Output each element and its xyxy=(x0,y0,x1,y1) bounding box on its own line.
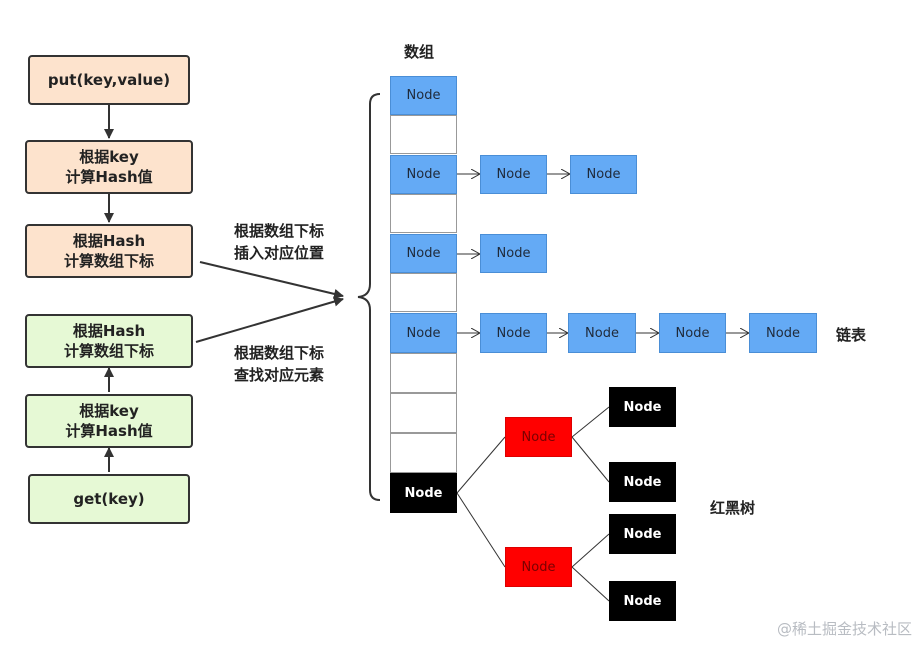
watermark: @稀土掘金技术社区 xyxy=(776,620,912,638)
tree-black-node: Node xyxy=(609,462,676,502)
tree-black-node: Node xyxy=(609,514,676,554)
get-box: get(key) xyxy=(28,474,190,524)
tree-black-node: Node xyxy=(609,581,676,621)
list-node: Node xyxy=(480,234,547,273)
array-empty-cell xyxy=(390,273,457,312)
tree-red-node: Node xyxy=(505,547,572,587)
rbtree-label: 红黑树 xyxy=(710,499,756,517)
find-arrow xyxy=(195,296,344,343)
array-node: Node xyxy=(390,155,457,194)
insert-arrow xyxy=(199,261,344,299)
linked-list-label: 链表 xyxy=(836,326,867,344)
array-empty-cell xyxy=(390,115,457,154)
array-empty-cell xyxy=(390,194,457,233)
get-compute-hash-box: 根据key 计算Hash值 xyxy=(25,394,193,448)
array-node: Node xyxy=(390,313,457,353)
put-compute-index-box: 根据Hash 计算数组下标 xyxy=(25,224,193,278)
put-box: put(key,value) xyxy=(28,55,190,105)
list-node: Node xyxy=(568,313,636,353)
array-empty-cell xyxy=(390,433,457,473)
list-node: Node xyxy=(570,155,637,194)
list-node: Node xyxy=(749,313,817,353)
put-compute-hash-box: 根据key 计算Hash值 xyxy=(25,140,193,194)
array-tree-root-node: Node xyxy=(390,473,457,513)
array-node: Node xyxy=(390,234,457,273)
find-label: 根据数组下标 查找对应元素 xyxy=(234,344,325,384)
list-node: Node xyxy=(480,155,547,194)
list-node: Node xyxy=(480,313,547,353)
tree-red-node: Node xyxy=(505,417,572,457)
tree-black-node: Node xyxy=(609,387,676,427)
list-node: Node xyxy=(659,313,726,353)
array-brace xyxy=(357,93,381,501)
array-empty-cell xyxy=(390,393,457,433)
get-compute-index-box: 根据Hash 计算数组下标 xyxy=(25,314,193,368)
array-node: Node xyxy=(390,76,457,115)
insert-label: 根据数组下标 插入对应位置 xyxy=(234,222,325,262)
array-title: 数组 xyxy=(404,43,435,61)
array-empty-cell xyxy=(390,353,457,393)
